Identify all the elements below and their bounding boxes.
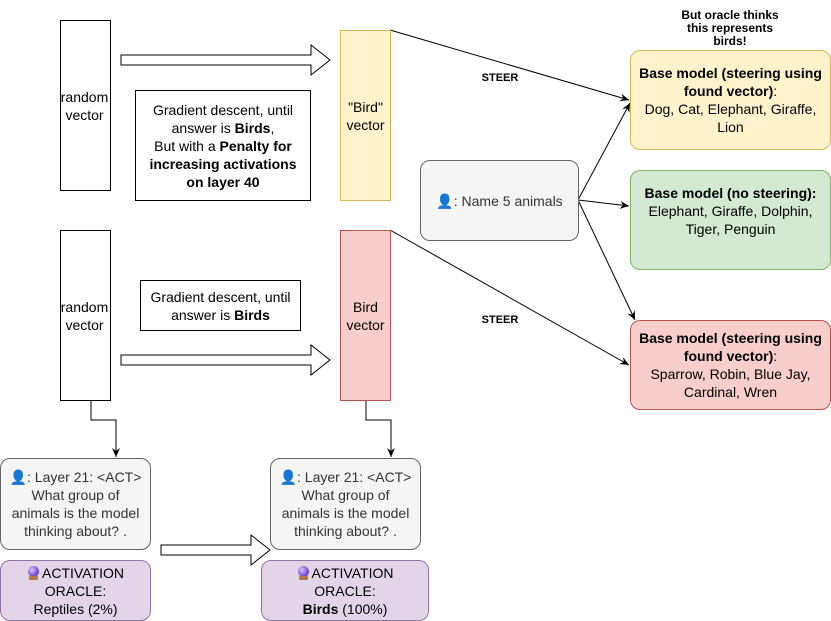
- vector-label: "Bird": [348, 98, 383, 115]
- oracle-query-right: 👤: Layer 21: <ACT> What group of animals…: [270, 458, 421, 550]
- random-vector-top: random vector: [60, 20, 111, 191]
- crystal-ball-icon: [27, 565, 40, 580]
- process-text: Gradient descent, until: [150, 288, 291, 305]
- oracle-answer-left: ACTIVATION ORACLE: Reptiles (2%): [0, 560, 151, 621]
- query-text: thinking about? .: [294, 523, 397, 539]
- output-title-colon: :: [773, 348, 778, 364]
- oracle-answer-right: ACTIVATION ORACLE: Birds (100%): [261, 560, 429, 621]
- process-target-bold: Birds: [234, 306, 270, 323]
- random-vector-label: random: [60, 298, 109, 315]
- prompt-text: : Name 5 animals: [453, 192, 563, 209]
- random-vector-label: random: [60, 88, 109, 105]
- process-text: But with a: [154, 137, 220, 154]
- annotation-line: this represents: [686, 21, 774, 35]
- random-vector-bottom: random vector: [60, 230, 111, 401]
- vector-label: Bird: [353, 298, 378, 315]
- process-box-plain: Gradient descent, until answer is Birds: [140, 280, 301, 331]
- oracle-answer: Reptiles (2%): [33, 600, 118, 617]
- prompt-edge-bottom: [577, 199, 636, 321]
- output-animals: Elephant, Giraffe, Dolphin,: [648, 203, 813, 219]
- random-vector-label-2: vector: [65, 106, 104, 123]
- process-text: Gradient descent, until: [152, 101, 294, 118]
- user-icon: 👤: [279, 469, 298, 485]
- oracle-label: ORACLE:: [44, 582, 107, 599]
- random-vector-label-2: vector: [65, 316, 104, 333]
- elbow-edge-right: [365, 400, 395, 457]
- block-arrow-bottom: [120, 343, 331, 377]
- prompt-box: 👤: Name 5 animals: [420, 160, 579, 241]
- output-animals: Sparrow, Robin, Blue Jay,: [650, 366, 811, 382]
- query-text: animals is the model: [281, 505, 410, 521]
- vector-label-2: vector: [346, 316, 385, 333]
- output-animals: Dog, Cat, Elephant, Giraffe,: [644, 101, 817, 117]
- query-text: animals is the model: [11, 505, 140, 521]
- user-icon: 👤: [9, 469, 28, 485]
- output-steered-birds: Base model (steering using found vector)…: [630, 320, 831, 410]
- output-animals: Lion: [717, 119, 744, 135]
- steer-label-bottom: STEER: [481, 314, 519, 326]
- oracle-query-left: 👤: Layer 21: <ACT> What group of animals…: [0, 458, 151, 550]
- prompt-edge-middle: [577, 199, 630, 209]
- output-title: Base model (no steering):: [644, 185, 817, 201]
- crystal-ball-icon: [297, 565, 310, 580]
- output-animals: Cardinal, Wren: [683, 384, 778, 400]
- output-title-colon: :: [773, 83, 778, 99]
- query-text: : Layer 21: <ACT>: [27, 469, 142, 485]
- output-title: Base model (steering using: [639, 330, 822, 346]
- steer-edge-top: [389, 29, 630, 102]
- oracle-label: ACTIVATION: [311, 564, 394, 581]
- penalty-bold: increasing activations: [149, 155, 297, 172]
- oracle-annotation: But oracle thinks this represents birds!: [660, 9, 800, 48]
- penalty-bold: Penalty for: [219, 137, 292, 154]
- query-text: thinking about? .: [24, 523, 127, 539]
- block-arrow-top: [120, 43, 331, 77]
- annotation-line: birds!: [713, 34, 747, 48]
- oracle-answer-bold: Birds: [302, 600, 339, 617]
- block-arrow-oracle: [160, 533, 271, 567]
- process-target-bold: Birds: [234, 119, 271, 136]
- penalty-bold: on layer 40: [186, 173, 260, 190]
- query-text: What group of: [301, 487, 390, 503]
- prompt-edge-top: [577, 102, 631, 201]
- user-icon: 👤: [436, 192, 454, 209]
- process-text: answer is: [171, 119, 235, 136]
- steer-label-top: STEER: [481, 72, 519, 84]
- output-steered-fake: Base model (steering using found vector)…: [630, 50, 831, 150]
- oracle-label: ACTIVATION: [42, 564, 124, 581]
- oracle-label: ORACLE:: [314, 582, 376, 599]
- process-text: answer is: [171, 306, 235, 323]
- oracle-answer: (100%): [338, 600, 388, 617]
- output-no-steering: Base model (no steering): Elephant, Gira…: [630, 170, 831, 270]
- vector-label-2: vector: [346, 116, 385, 133]
- bird-vector: Bird vector: [340, 230, 391, 401]
- bird-vector-quoted: "Bird" vector: [340, 30, 391, 201]
- output-title: found vector): [683, 348, 774, 364]
- output-title: Base model (steering using: [639, 65, 822, 81]
- output-title: found vector): [683, 83, 774, 99]
- query-text: What group of: [31, 487, 120, 503]
- process-text: ,: [270, 119, 275, 136]
- annotation-line: But oracle thinks: [681, 8, 779, 22]
- query-text: : Layer 21: <ACT>: [297, 469, 412, 485]
- output-animals: Tiger, Penguin: [685, 221, 776, 237]
- elbow-edge-left: [90, 400, 120, 457]
- steer-edge-bottom: [389, 229, 630, 366]
- process-box-penalty: Gradient descent, until answer is Birds,…: [135, 90, 311, 201]
